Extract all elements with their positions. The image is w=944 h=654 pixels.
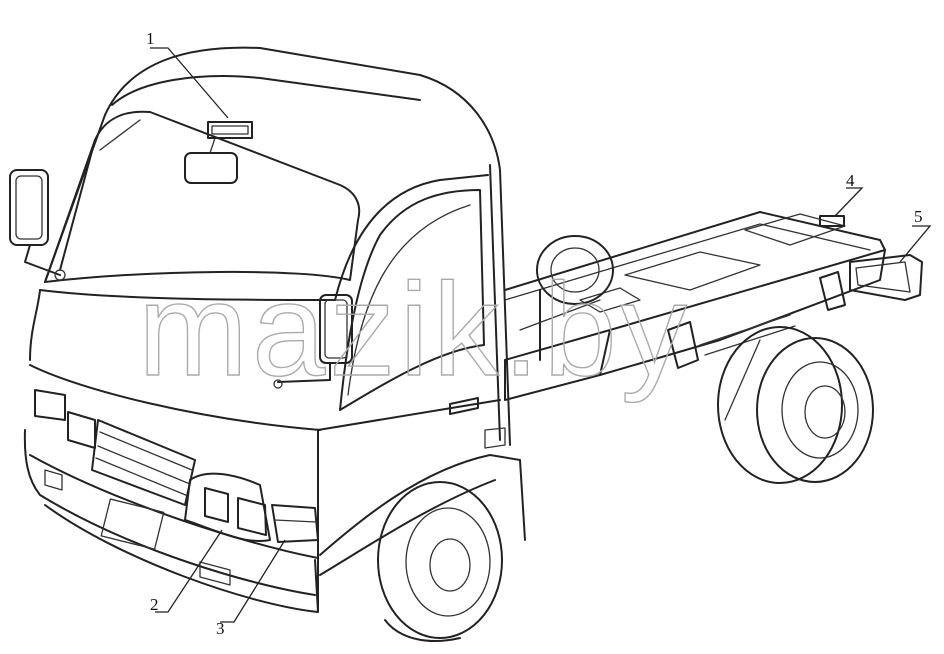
callout-3: 3 bbox=[216, 619, 225, 638]
cab-body bbox=[23, 46, 526, 613]
interior-mirror bbox=[184, 137, 238, 184]
callout-labels: 1 2 3 4 5 bbox=[146, 29, 923, 638]
callout-5: 5 bbox=[914, 207, 923, 226]
callout-1: 1 bbox=[146, 29, 155, 48]
watermark: mazik.by bbox=[138, 256, 691, 403]
rear-axle bbox=[519, 235, 614, 361]
rear-combination-lamp bbox=[849, 254, 923, 301]
left-side-mirror bbox=[9, 169, 66, 281]
right-side-mirror bbox=[273, 294, 353, 389]
roof-lamp bbox=[207, 121, 253, 139]
callout-4: 4 bbox=[846, 171, 855, 190]
callout-2: 2 bbox=[150, 595, 159, 614]
side-marker-lamp bbox=[819, 215, 845, 227]
front-wheel bbox=[377, 481, 503, 642]
rear-wheel bbox=[717, 326, 874, 484]
callout-leaders bbox=[150, 47, 932, 623]
